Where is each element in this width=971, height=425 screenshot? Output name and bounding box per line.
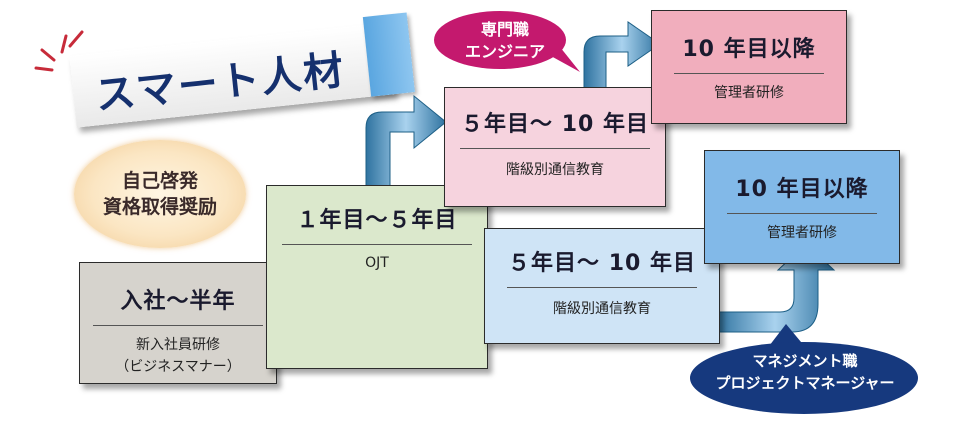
- arrow-to-eng-5-10: [365, 94, 447, 187]
- management-bubble-line-1: マネジメント職: [752, 352, 858, 370]
- badge-line-1: 自己啓発: [121, 170, 198, 192]
- stage-eng-10plus-rule: [674, 73, 824, 74]
- engineer-bubble-line-1: 専門職: [480, 20, 529, 39]
- badge-line-2: 資格取得奨励: [102, 196, 217, 218]
- burst-lines: [34, 30, 84, 72]
- stage-eng-5to10-sub: 階級別通信教育: [506, 162, 604, 178]
- engineer-bubble-shape: [434, 11, 580, 72]
- stage-mgmt-10plus-box: 10 年目以降 管理者研修: [704, 150, 900, 264]
- stage-mgmt-10plus-title: 10 年目以降: [735, 177, 869, 202]
- stage-mgmt-5to10-title: ５年目～ 10 年目: [508, 251, 696, 276]
- stage-mgmt-10plus-sub: 管理者研修: [767, 225, 837, 241]
- management-bubble-line-2: プロジェクトマネージャー: [715, 374, 895, 392]
- management-bubble-shape: [690, 324, 918, 414]
- stage-1to5-rule: [282, 244, 472, 245]
- stage-eng-5to10-title: ５年目～ 10 年目: [461, 112, 649, 137]
- stage-mgmt-5to10-rule: [507, 287, 697, 288]
- stage-1to5-sub: OJT: [365, 255, 389, 271]
- stage-1to5-box: １年目～５年目 OJT: [266, 185, 488, 369]
- self-study-badge: 自己啓発 資格取得奨励: [74, 140, 246, 248]
- stage-join-sub-2: （ビジネスマナー）: [115, 359, 241, 375]
- stage-eng-10plus-box: 10 年目以降 管理者研修: [651, 10, 847, 124]
- stage-eng-10plus-title: 10 年目以降: [682, 37, 816, 62]
- stage-join-title: 入社～半年: [120, 289, 236, 314]
- stage-mgmt-5to10-sub: 階級別通信教育: [553, 301, 651, 317]
- stage-mgmt-5to10-box: ５年目～ 10 年目 階級別通信教育: [484, 228, 720, 344]
- engineer-bubble-line-2: エンジニア: [464, 42, 545, 61]
- stage-eng-5to10-rule: [460, 148, 650, 149]
- stage-mgmt-10plus-rule: [727, 213, 877, 214]
- stage-join-sub-1: 新入社員研修: [136, 337, 220, 353]
- stage-join-box: 入社～半年 新入社員研修 （ビジネスマナー）: [79, 262, 277, 384]
- stage-eng-10plus-sub: 管理者研修: [714, 85, 784, 101]
- stage-join-rule: [93, 325, 263, 326]
- arrow-to-eng-10plus: [583, 21, 661, 93]
- stage-eng-5to10-box: ５年目～ 10 年目 階級別通信教育: [444, 87, 666, 207]
- stage-1to5-title: １年目～５年目: [296, 208, 458, 233]
